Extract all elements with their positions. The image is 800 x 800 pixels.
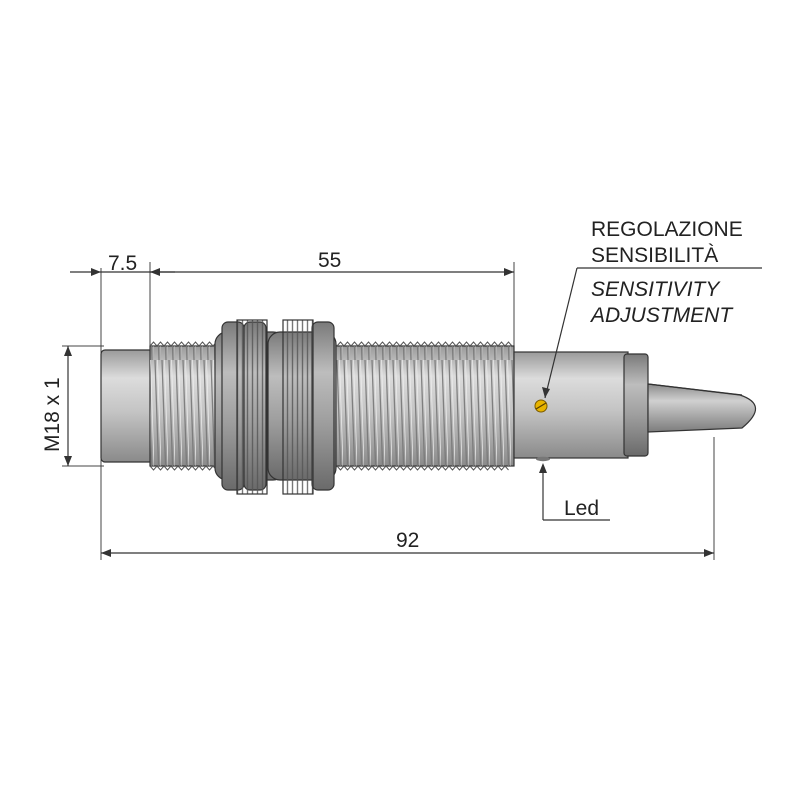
thread-length-label: 55 <box>318 249 341 272</box>
adjust-label-it-2: SENSIBILITÀ <box>591 244 718 267</box>
total-length-label: 92 <box>396 529 419 552</box>
led-label: Led <box>564 497 599 520</box>
sensor-body <box>100 319 757 495</box>
sensing-face <box>100 349 154 463</box>
adjust-label-en-2: ADJUSTMENT <box>589 304 734 327</box>
adjust-label-en-1: SENSITIVITY <box>591 278 721 301</box>
adjust-label-it-1: REGOLAZIONE <box>591 218 743 241</box>
cable-gland <box>623 353 649 457</box>
dim-total <box>101 549 714 557</box>
sensitivity-trimmer <box>534 399 548 413</box>
adjust-callout <box>542 267 762 399</box>
thread-size-label: M18 x 1 <box>41 377 64 452</box>
dim-thread-size <box>64 346 72 466</box>
led-callout <box>539 463 610 521</box>
locking-nut-2 <box>267 319 337 495</box>
cable <box>647 383 757 433</box>
flange-length-label: 7.5 <box>108 252 137 275</box>
rear-housing <box>513 351 629 459</box>
dim-thread <box>150 268 514 276</box>
led-window <box>536 456 550 462</box>
